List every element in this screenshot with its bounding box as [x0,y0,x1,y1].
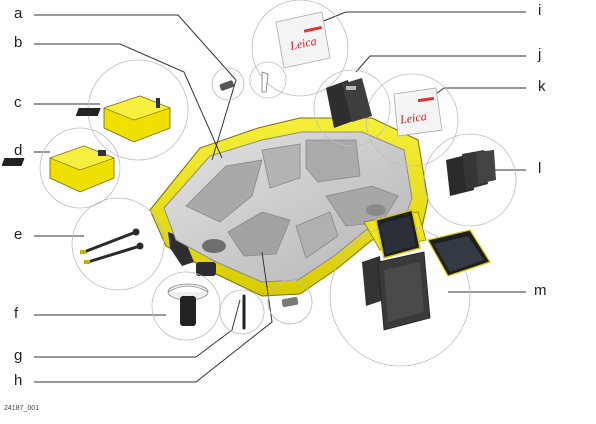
callout-label-m: m [534,282,547,299]
box-brand-text: Leica [288,34,318,53]
callout-label-l: l [538,160,542,177]
leader-lines [34,11,526,383]
callout-label-b: b [14,34,23,51]
box-brand-text: Leica [398,109,427,127]
callout-label-j: j [538,46,542,63]
callout-label-a: a [14,5,23,22]
callout-label-d: d [14,142,23,159]
figure-id: 24187_001 [4,405,40,412]
callout-label-k: k [538,78,546,95]
battery-icon [446,150,496,196]
callout-label-f: f [14,305,19,322]
callout-label-h: h [14,372,23,389]
battery-icon [281,296,299,308]
antenna-icon [167,283,209,326]
stylus-icon [261,71,269,93]
callout-label-e: e [14,226,23,243]
tablet-icon [362,209,491,331]
manual-booklet-icon: Leica [393,87,443,137]
cable-icon [80,228,144,264]
callout-label-g: g [14,347,23,364]
callout-label-i: i [538,2,542,19]
charger-icon [75,95,171,143]
manual-booklet-icon: Leica [275,11,331,69]
case-icon [149,117,429,297]
callout-label-c: c [14,94,22,111]
connector-icon [219,80,235,91]
battery-icon [326,78,372,128]
charger-icon [1,145,115,193]
